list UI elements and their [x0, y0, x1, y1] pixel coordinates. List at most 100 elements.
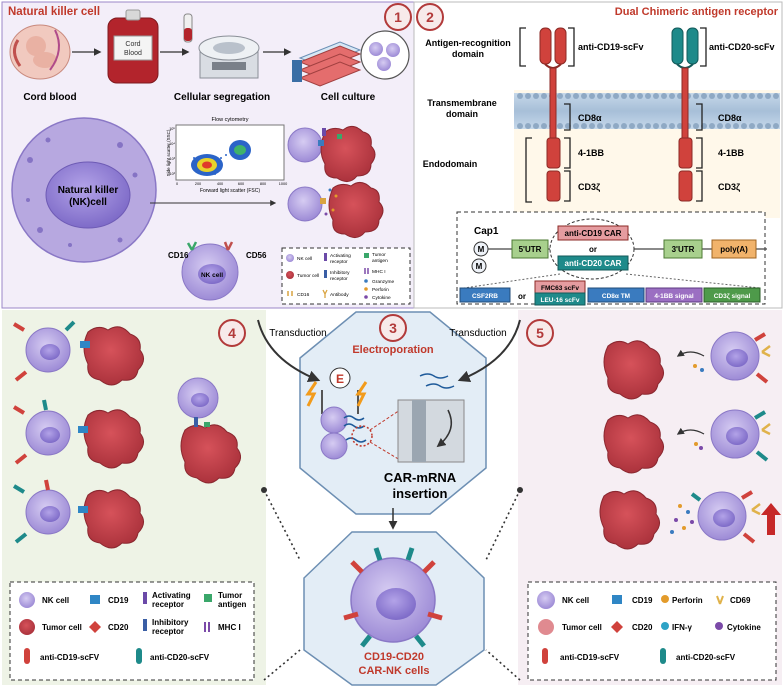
- legend4-tumor-antigen-1: Tumor: [218, 591, 242, 600]
- cd16-label: CD16: [168, 251, 189, 260]
- legend4-nk-icon: [19, 592, 35, 608]
- mrna-construct: Cap1 M M 5'UTR anti-CD19 CAR or anti-CD2…: [456, 211, 767, 306]
- nk-tumor-inhibited: [177, 377, 241, 484]
- flow-xtick: 200: [195, 182, 201, 186]
- legend5-tumor-icon: [538, 619, 554, 635]
- legend4-anti-cd20: anti-CD20-scFV: [150, 653, 210, 662]
- electroporation-e-label: E: [336, 372, 344, 386]
- legend4-cd19: CD19: [108, 596, 129, 605]
- nk-tumor-interaction-top: [287, 126, 376, 182]
- panel-5: 5: [518, 310, 782, 685]
- legend4-activating-1: Activating: [152, 591, 191, 600]
- legend5-cd69-icon: [716, 595, 724, 605]
- panel-1-badge: [384, 3, 412, 31]
- legend-inhibitory-1: Inhibitory: [330, 270, 350, 276]
- car-nk-tumor-pair: [12, 399, 144, 469]
- panel-2-badge: [416, 3, 444, 31]
- connector-dot: [261, 487, 267, 493]
- legend-nk-cell: NK cell: [297, 256, 312, 262]
- cd3z-label-2: CD3ζ: [718, 182, 740, 192]
- legend-perforin: Perforin: [372, 287, 389, 293]
- flow-ytick: 10³: [170, 157, 176, 161]
- legend-antibody: Antibody: [330, 292, 349, 298]
- flow-ylabel: Side light scatter (SSC): [166, 129, 171, 176]
- legend-tumor-cell-icon: [286, 271, 294, 279]
- car-nk-kill-pair: [603, 409, 771, 474]
- legend5-cd20: CD20: [632, 623, 653, 632]
- construct-leu16: [534, 292, 586, 306]
- zoom-line: [369, 441, 401, 461]
- bb-label-1: 4-1BB: [578, 148, 605, 158]
- flow-ytick: 10⁵: [169, 127, 175, 131]
- small-nk-cell-label: NK cell: [201, 272, 223, 279]
- legend5-anti-cd20: anti-CD20-scFV: [676, 653, 736, 662]
- construct-car19: [557, 225, 629, 241]
- legend-activating-icon: [324, 253, 327, 261]
- mrna-strands-incoming: [419, 373, 455, 389]
- lightning-icon: [305, 381, 318, 407]
- legend-inhibitory-2: receptor: [330, 276, 348, 282]
- legend5-anti-cd20-icon: [660, 648, 666, 664]
- blood-bag-icon: Cord Blood: [107, 9, 159, 84]
- cd8a-label-1: CD8α: [578, 113, 602, 123]
- lightning-icon: [355, 381, 368, 407]
- car-nk-kill-pair: [599, 490, 781, 550]
- legend5-anti-cd19-icon: [542, 648, 548, 664]
- construct-5utr-label: 5'UTR: [519, 245, 542, 254]
- car-nk-kill-pair: [603, 331, 771, 400]
- step-label-cellular-segregation: Cellular segregation: [174, 92, 270, 103]
- construct-cap: Cap1: [474, 226, 499, 237]
- big-nk-cell: Natural killer (NK)cell: [11, 117, 157, 263]
- nk-tumor-interaction-bottom: [287, 182, 384, 238]
- panel-4-number: 4: [228, 325, 236, 341]
- legend-mhc-icon: [364, 268, 369, 274]
- construct-or-2: or: [518, 292, 526, 301]
- legend4-anti-cd20-icon: [136, 648, 142, 664]
- panel-1-legend: NK cell Tumor cell CD16 Activating recep…: [281, 247, 411, 305]
- legend4-tumor-cell: Tumor cell: [42, 623, 82, 632]
- panel-2: Dual Chimeric antigen receptor 2 Antigen…: [413, 1, 783, 309]
- big-nk-cell-label-2: (NK)cell: [69, 197, 107, 208]
- panel-3-number: 3: [389, 320, 397, 336]
- panel-4-legend-frame: [9, 581, 255, 681]
- panel-5-legend: NK cell CD19 Perforin CD69 Tumor cell CD…: [527, 581, 777, 681]
- legend-granzyme-icon: [364, 279, 368, 283]
- construct-3utr-label: 3'UTR: [672, 245, 695, 254]
- construct-csf2rb-label: CSF2RB: [472, 293, 498, 300]
- car-nk-label-1: CD19-CD20: [364, 651, 424, 663]
- magnified-cell: [369, 42, 383, 56]
- cd8a-label-2: CD8α: [718, 113, 742, 123]
- car-cd19-receptor: [539, 27, 567, 202]
- construct-cd8a-tm-label: CD8α TM: [602, 293, 630, 300]
- construct-csf2rb: [459, 287, 511, 303]
- legend-cd16: CD16: [297, 292, 310, 298]
- legend4-mhc: MHC I: [218, 623, 241, 632]
- legend5-nk-cell: NK cell: [562, 596, 589, 605]
- mrna-entry-arrow: [436, 409, 453, 448]
- legend5-cytokine: Cytokine: [727, 623, 761, 632]
- legend4-activating-2: receptor: [152, 600, 184, 609]
- legend-nk-cell-icon: [286, 254, 294, 262]
- connector-panel5-top: [485, 489, 521, 561]
- legend4-inhibitory-1: Inhibitory: [152, 618, 189, 627]
- magnified-cell: [386, 43, 400, 57]
- membrane-bilayer: [514, 93, 780, 129]
- car-nk-tumor-pair: [12, 479, 144, 549]
- legend4-inhibitory-2: receptor: [152, 627, 184, 636]
- panel-3: 3 Electroporation Transduction Transduct…: [257, 311, 523, 686]
- legend4-mhc-icon: [204, 622, 210, 632]
- legend4-anti-cd19-icon: [24, 648, 30, 664]
- legend5-perforin: Perforin: [672, 596, 703, 605]
- car-cd20-receptor: [671, 27, 699, 202]
- construct-cd3z-signal: [703, 287, 761, 303]
- construct-3utr: [663, 239, 703, 259]
- legend5-tumor-cell: Tumor cell: [562, 623, 602, 632]
- construct-polya: [711, 239, 757, 259]
- construct-polya-label: poly(A): [720, 245, 748, 254]
- legend5-nk-icon: [537, 591, 555, 609]
- car-mrna-label-1: CAR-mRNA: [384, 470, 457, 485]
- domain-label-antigen-2: domain: [452, 49, 484, 59]
- domain-label-endo: Endodomain: [423, 159, 478, 169]
- panel-5-badge: [526, 319, 554, 347]
